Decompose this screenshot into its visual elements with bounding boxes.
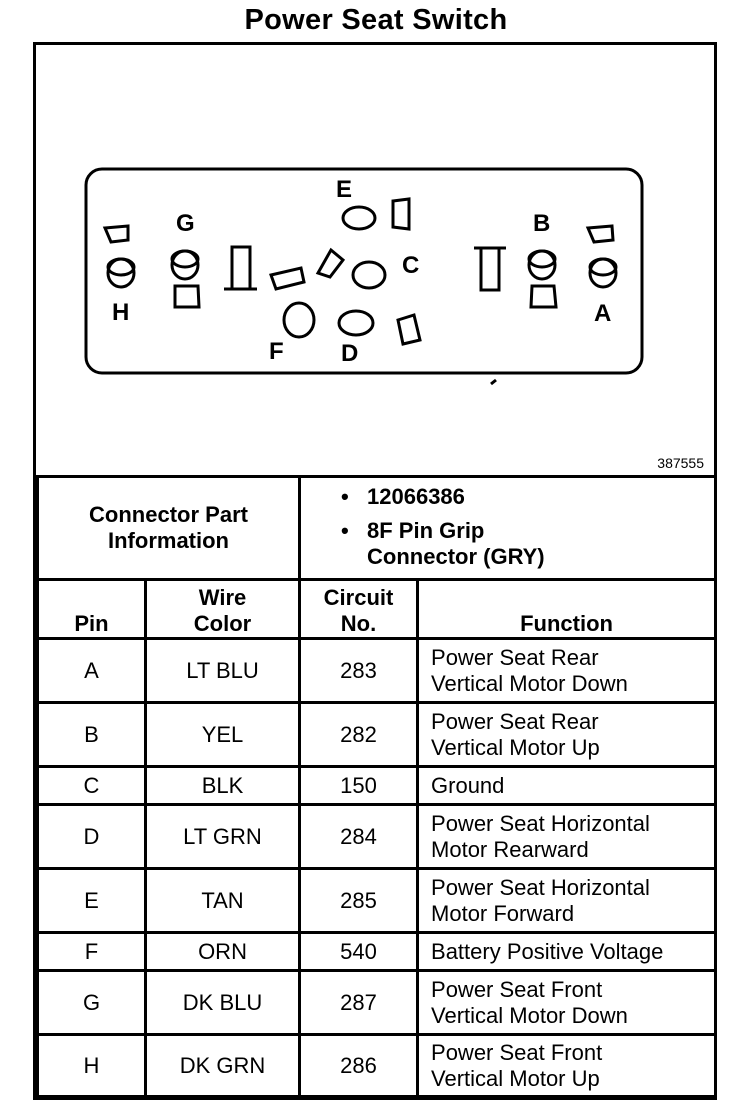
circuit-cell: 150 bbox=[298, 765, 420, 806]
pin-label-a: A bbox=[594, 300, 611, 327]
pin-label-d: D bbox=[341, 340, 358, 367]
circuit-cell: 286 bbox=[298, 1033, 420, 1098]
pin-cell: H bbox=[36, 1033, 147, 1098]
header-pin: Pin bbox=[36, 578, 147, 640]
circuit-cell: 540 bbox=[298, 931, 420, 972]
function-cell: Ground bbox=[416, 765, 718, 806]
circuit-cell: 284 bbox=[298, 803, 420, 870]
pinout-table: Connector Part Information 12066386 8F P… bbox=[35, 475, 718, 1098]
connector-info-list: 12066386 8F Pin Grip Connector (GRY) bbox=[298, 475, 718, 581]
document-frame: H G E C F D B A 387555 Connector Part In… bbox=[33, 42, 718, 1100]
connector-body bbox=[84, 167, 644, 375]
connector-latch bbox=[479, 246, 501, 292]
wire-color-cell: DK BLU bbox=[143, 969, 302, 1036]
terminal-lock bbox=[173, 284, 201, 309]
circuit-cell: 287 bbox=[298, 969, 420, 1036]
circuit-cell: 282 bbox=[298, 701, 420, 768]
connector-info-label: Connector Part Information bbox=[35, 475, 302, 581]
table-row: C BLK 150 Ground bbox=[36, 765, 718, 806]
pin-cell: G bbox=[36, 969, 147, 1036]
connector-face-diagram: H G E C F D B A bbox=[84, 167, 644, 386]
connector-figure: H G E C F D B A 387555 bbox=[36, 45, 714, 475]
wire-color-cell: YEL bbox=[143, 701, 302, 768]
circuit-cell: 285 bbox=[298, 867, 420, 934]
wire-color-cell: LT GRN bbox=[143, 803, 302, 870]
wire-color-cell: DK GRN bbox=[143, 1033, 302, 1098]
connector-type: 8F Pin Grip Connector (GRY) bbox=[341, 518, 577, 570]
connector-part-number: 12066386 bbox=[341, 484, 714, 510]
terminal-cavity-f bbox=[282, 301, 316, 339]
wire-color-cell: ORN bbox=[143, 931, 302, 972]
pin-cell: E bbox=[36, 867, 147, 934]
wire-color-cell: TAN bbox=[143, 867, 302, 934]
wire-color-cell: BLK bbox=[143, 765, 302, 806]
pin-label-e: E bbox=[336, 176, 352, 203]
terminal-cavity-e bbox=[341, 205, 377, 231]
figure-number: 387555 bbox=[657, 455, 704, 471]
pin-label-c: C bbox=[402, 252, 419, 279]
circuit-cell: 283 bbox=[298, 637, 420, 704]
pin-cell: C bbox=[36, 765, 147, 806]
pin-cell: A bbox=[36, 637, 147, 704]
terminal-lock bbox=[102, 224, 130, 244]
pin-cell: D bbox=[36, 803, 147, 870]
wire-color-cell: LT BLU bbox=[143, 637, 302, 704]
terminal-cavity-d bbox=[337, 309, 375, 337]
function-cell: Battery Positive Voltage bbox=[416, 931, 718, 972]
terminal-cavity-c bbox=[351, 260, 387, 290]
connector-info-row: Connector Part Information 12066386 8F P… bbox=[35, 475, 718, 581]
pin-label-h: H bbox=[112, 299, 129, 326]
page-title: Power Seat Switch bbox=[244, 4, 508, 36]
connector-latch bbox=[230, 245, 252, 291]
header-function: Function bbox=[416, 578, 718, 640]
pin-cell: B bbox=[36, 701, 147, 768]
pin-label-f: F bbox=[269, 338, 284, 365]
pin-cell: F bbox=[36, 931, 147, 972]
pin-label-g: G bbox=[176, 210, 195, 237]
table-row: F ORN 540 Battery Positive Voltage bbox=[36, 931, 718, 972]
pin-label-b: B bbox=[533, 210, 550, 237]
